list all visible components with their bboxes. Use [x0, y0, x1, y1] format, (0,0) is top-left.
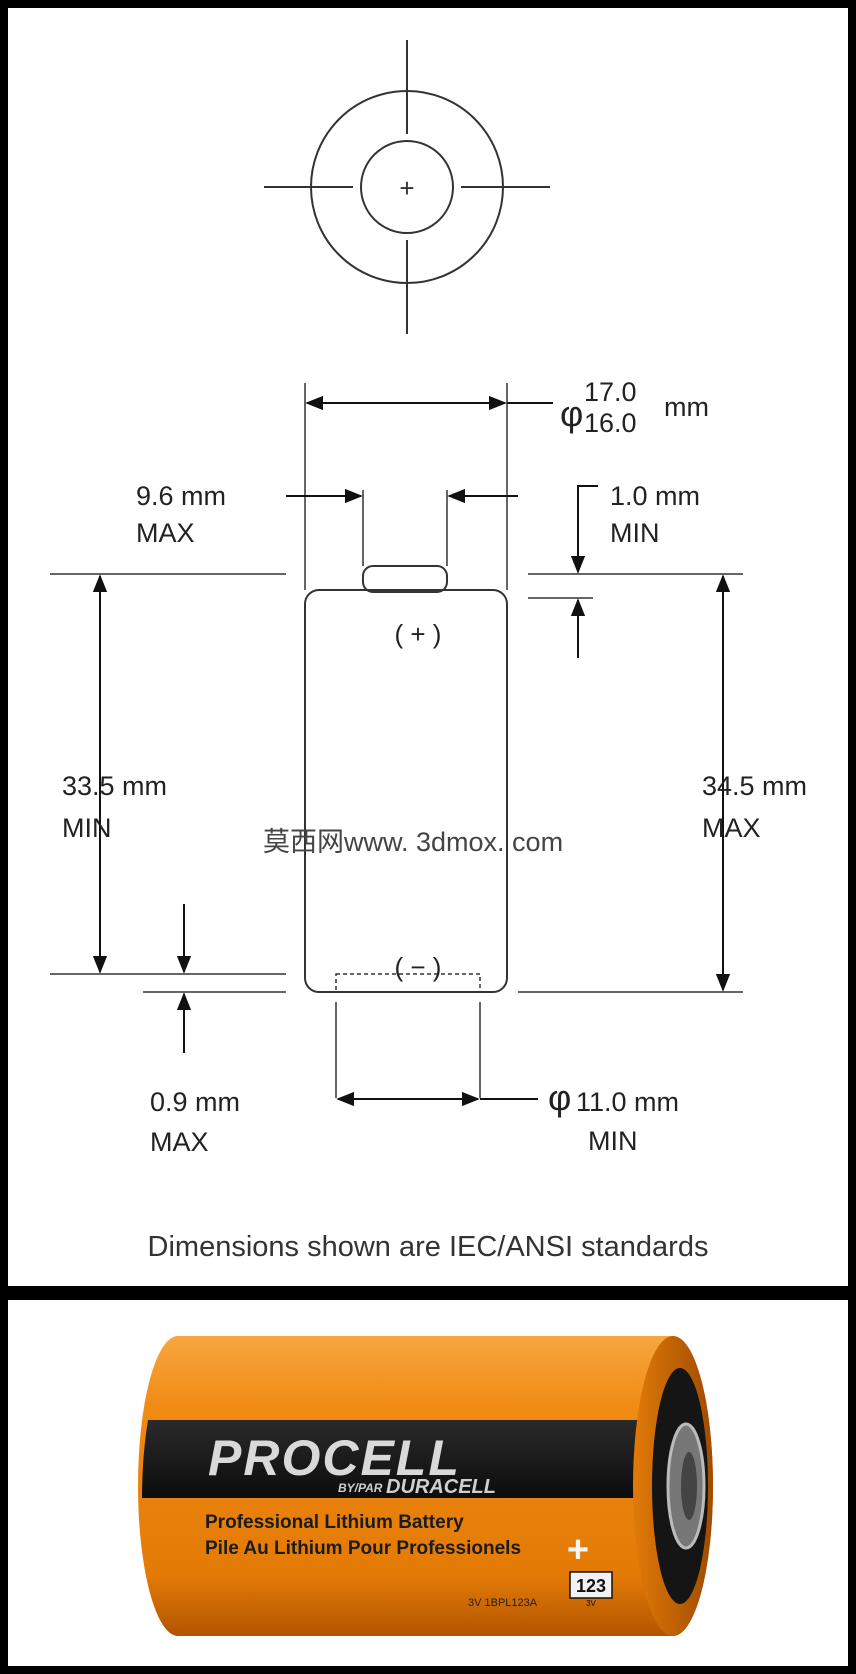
diameter-lower-value: 16.0: [584, 408, 637, 438]
tab-height-qualifier: MIN: [610, 518, 660, 548]
tab-height-value: 1.0 mm: [610, 481, 700, 511]
model-number: 123: [576, 1576, 606, 1596]
total-height-value: 34.5 mm: [702, 771, 807, 801]
battery-code: 3V 1BPL123A: [468, 1597, 538, 1609]
top-view-inner-circle: [360, 140, 454, 234]
plus-mark: +: [567, 1529, 589, 1571]
negative-terminal-label: ( − ): [395, 952, 442, 982]
tab-width-qualifier: MAX: [136, 518, 195, 548]
tab-width-value: 9.6 mm: [136, 481, 226, 511]
battery-side-view: [304, 565, 508, 993]
product-line-1: Professional Lithium Battery: [205, 1512, 464, 1533]
sub-brand: DURACELL: [386, 1476, 496, 1498]
extension-lines: [50, 383, 743, 1098]
neg-diameter-symbol: φ: [548, 1077, 571, 1118]
diameter-unit: mm: [664, 392, 709, 422]
dimension-drawing: +: [50, 40, 807, 1263]
diameter-symbol: φ: [560, 393, 583, 434]
brand-name: PROCELL: [208, 1430, 461, 1486]
neg-diameter-value: 11.0 mm: [576, 1087, 679, 1117]
sub-brand-prefix: BY/PAR: [338, 1481, 383, 1495]
negative-terminal-recess: [335, 973, 481, 993]
positive-terminal-cap: [362, 565, 448, 593]
product-line-2: Pile Au Lithium Pour Professionels: [205, 1538, 521, 1559]
watermark: 莫西网www. 3dmox. com: [263, 827, 563, 857]
neg-diameter-qualifier: MIN: [588, 1126, 638, 1156]
diameter-upper-value: 17.0: [584, 377, 637, 407]
dimension-diagram-panel: +: [8, 8, 848, 1286]
model-voltage: 3V: [586, 1599, 596, 1608]
model-box: [569, 1571, 613, 1599]
top-view: [264, 40, 550, 334]
body-height-value: 33.5 mm: [62, 771, 167, 801]
total-height-qualifier: MAX: [702, 813, 761, 843]
bottom-recess-value: 0.9 mm: [150, 1087, 240, 1117]
dimension-arrows: [92, 395, 731, 1107]
body-height-qualifier: MIN: [62, 813, 112, 843]
top-view-plus-mark: +: [399, 173, 414, 203]
positive-terminal-label: ( + ): [395, 619, 442, 649]
battery-body: [304, 589, 508, 993]
footnote: Dimensions shown are IEC/ANSI standards: [148, 1231, 709, 1263]
battery-label-band: [142, 1420, 708, 1498]
bottom-recess-qualifier: MAX: [150, 1127, 209, 1157]
battery-photo: PROCELL BY/PAR DURACELL Professional Lit…: [138, 1336, 713, 1636]
product-photo-panel: PROCELL BY/PAR DURACELL Professional Lit…: [8, 1300, 848, 1666]
tab-height-arrow-top: [570, 485, 598, 574]
